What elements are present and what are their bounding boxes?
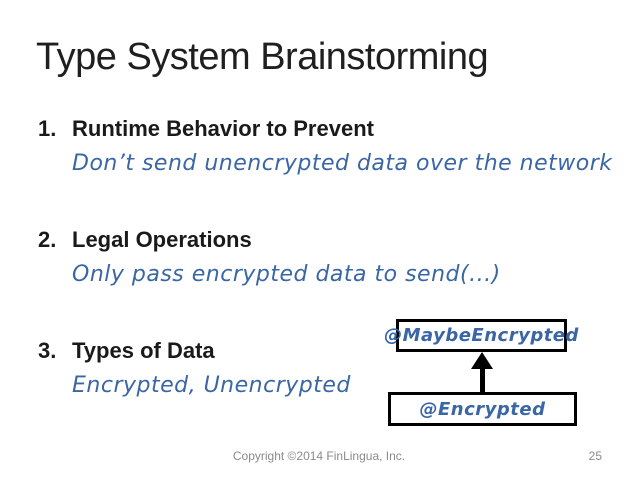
item-note: Don’t send unencrypted data over the net… [72,151,613,176]
item-number: 3. [38,338,57,363]
list-item-2: 2. Legal Operations Only pass encrypted d… [38,227,618,289]
slide-title: Type System Brainstorming [36,36,489,78]
item-heading-text: Types of Data [72,338,215,363]
maybe-encrypted-box: @MaybeEncrypted [384,319,578,352]
arrow-up-icon [471,352,493,369]
item-number: 1. [38,116,57,141]
footer-copyright: Copyright ©2014 FinLingua, Inc. [232,449,406,463]
encrypted-box: @Encrypted [388,392,577,426]
item-heading: 3. Types of Data [38,338,618,364]
item-note: Encrypted, Unencrypted [72,373,351,398]
footer-page-number: 25 [588,449,602,463]
list-item-1: 1. Runtime Behavior to Prevent Don’t send… [38,116,618,178]
item-heading-text: Legal Operations [72,227,252,252]
item-note: Only pass encrypted data to send(...) [72,262,501,287]
arrow-shaft [480,368,485,393]
item-number: 2. [38,227,57,252]
list-item-3: 3. Types of Data Encrypted, Unencrypted [38,338,618,400]
item-heading-text: Runtime Behavior to Prevent [72,116,374,141]
item-heading: 2. Legal Operations [38,227,618,253]
item-heading: 1. Runtime Behavior to Prevent [38,116,618,142]
